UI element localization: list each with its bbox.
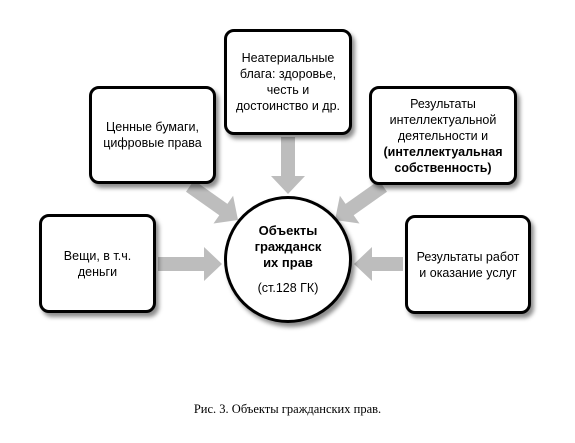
node-works: Результаты работ и оказание услуг [405,215,531,314]
node-intangible-label: Неатериальные блага: здоровье, честь и д… [236,51,340,113]
arrow-intellectual [335,180,387,224]
node-intangible: Неатериальные блага: здоровье, честь и д… [224,29,352,135]
center-title: Объекты гражданск их прав [254,223,322,270]
node-things-label: Вещи, в т.ч. деньги [63,248,132,279]
arrow-intangible [271,137,305,194]
node-works-label: Результаты работ и оказание услуг [416,249,520,280]
center-node: Объекты гражданск их прав (ст.128 ГК) [224,196,352,323]
arrow-works [354,247,403,281]
node-intellectual-label: Результаты интеллектуальной деятельности… [389,96,497,143]
node-things: Вещи, в т.ч. деньги [39,214,156,313]
node-intellectual-bold-label: (интеллектуальная собственность) [383,144,503,175]
arrow-things [158,247,222,281]
arrow-securities [186,180,238,224]
node-intellectual: Результаты интеллектуальной деятельности… [369,86,517,185]
arrows-group [158,137,403,281]
node-securities: Ценные бумаги, цифровые права [89,86,216,184]
center-reference: (ст.128 ГК) [257,281,319,295]
node-securities-label: Ценные бумаги, цифровые права [103,120,202,150]
figure-caption: Рис. 3. Объекты гражданских прав. [193,402,382,416]
